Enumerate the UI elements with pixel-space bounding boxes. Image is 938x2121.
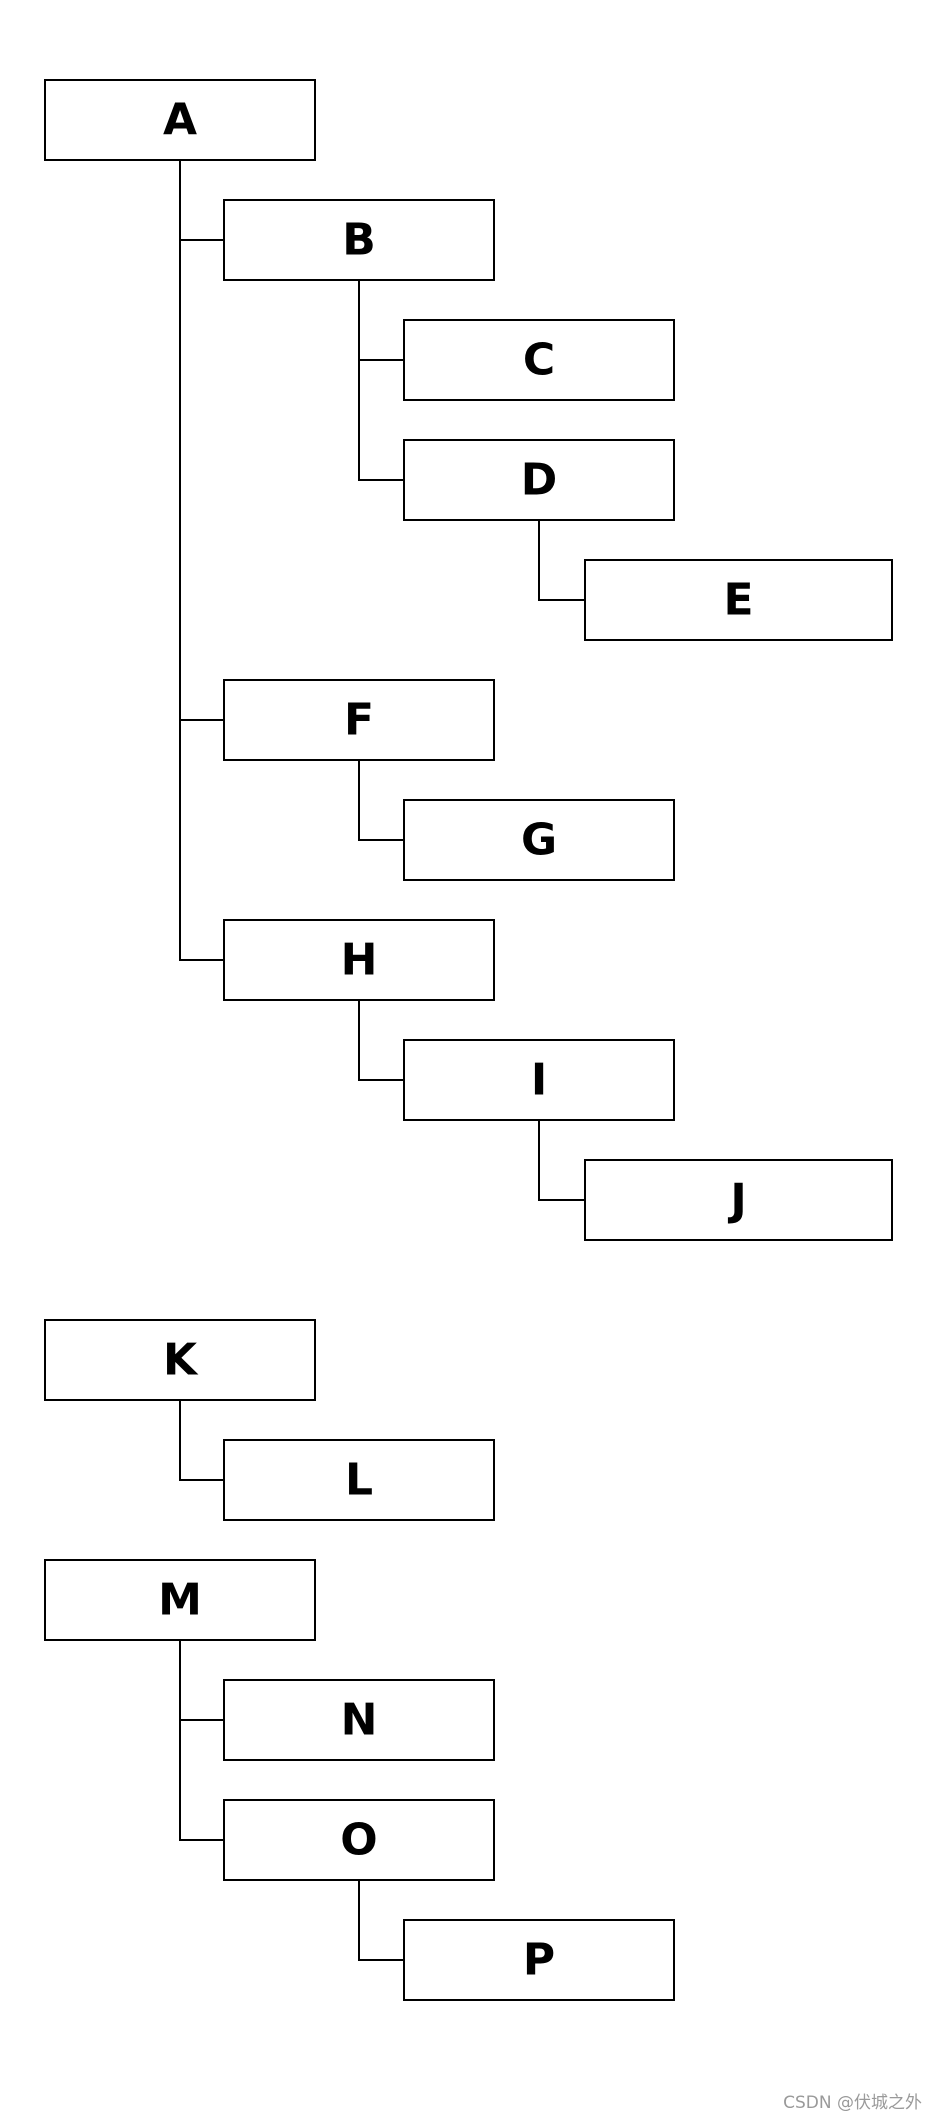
node-p: P	[403, 1919, 675, 2001]
edge-f-g	[358, 760, 404, 841]
edge-b-d	[358, 280, 404, 481]
node-j-label: J	[727, 1175, 746, 1226]
node-l-label: L	[345, 1455, 373, 1506]
node-d-box	[403, 439, 675, 521]
edge-a-f	[179, 160, 224, 721]
node-c: C	[403, 319, 675, 401]
node-o-label: O	[340, 1815, 377, 1866]
node-b-label: B	[342, 215, 376, 266]
edge-o-p	[358, 1880, 404, 1961]
edge-a-b	[179, 160, 224, 241]
edge-b-c	[358, 280, 404, 361]
node-h-box	[223, 919, 495, 1001]
node-b-box	[223, 199, 495, 281]
node-f-box	[223, 679, 495, 761]
node-i: I	[403, 1039, 675, 1121]
edge-m-n	[179, 1640, 224, 1721]
edge-m-o	[179, 1640, 224, 1841]
node-l-box	[223, 1439, 495, 1521]
node-i-label: I	[531, 1055, 547, 1106]
watermark-text: CSDN @伏城之外	[783, 2093, 922, 2113]
node-g-box	[403, 799, 675, 881]
connectors	[179, 160, 585, 1961]
node-o: O	[223, 1799, 495, 1881]
node-d: D	[403, 439, 675, 521]
node-h: H	[223, 919, 495, 1001]
edge-a-h	[179, 160, 224, 961]
nodes: A B C D E F G H I J K L M N O P	[44, 79, 893, 2001]
node-a-box	[44, 79, 316, 161]
node-f: F	[223, 679, 495, 761]
edge-d-e	[538, 520, 585, 601]
node-k-label: K	[163, 1335, 199, 1386]
node-g: G	[403, 799, 675, 881]
node-o-box	[223, 1799, 495, 1881]
node-e: E	[584, 559, 893, 641]
node-c-box	[403, 319, 675, 401]
node-c-label: C	[523, 335, 555, 386]
node-h-label: H	[341, 935, 378, 986]
node-k-box	[44, 1319, 316, 1401]
node-n: N	[223, 1679, 495, 1761]
node-a-label: A	[163, 95, 197, 146]
node-p-box	[403, 1919, 675, 2001]
node-k: K	[44, 1319, 316, 1401]
node-j-box	[584, 1159, 893, 1241]
edge-k-l	[179, 1400, 224, 1481]
node-l: L	[223, 1439, 495, 1521]
node-d-label: D	[521, 455, 558, 506]
edge-i-j	[538, 1120, 585, 1201]
node-m-box	[44, 1559, 316, 1641]
node-b: B	[223, 199, 495, 281]
node-m: M	[44, 1559, 316, 1641]
node-j: J	[584, 1159, 893, 1241]
node-n-label: N	[341, 1695, 378, 1746]
node-n-box	[223, 1679, 495, 1761]
node-e-box	[584, 559, 893, 641]
edge-h-i	[358, 1000, 404, 1081]
node-m-label: M	[158, 1575, 202, 1626]
node-p-label: P	[523, 1935, 555, 1986]
node-a: A	[44, 79, 316, 161]
node-f-label: F	[344, 695, 374, 746]
node-i-box	[403, 1039, 675, 1121]
node-e-label: E	[723, 575, 753, 626]
node-g-label: G	[521, 815, 557, 866]
